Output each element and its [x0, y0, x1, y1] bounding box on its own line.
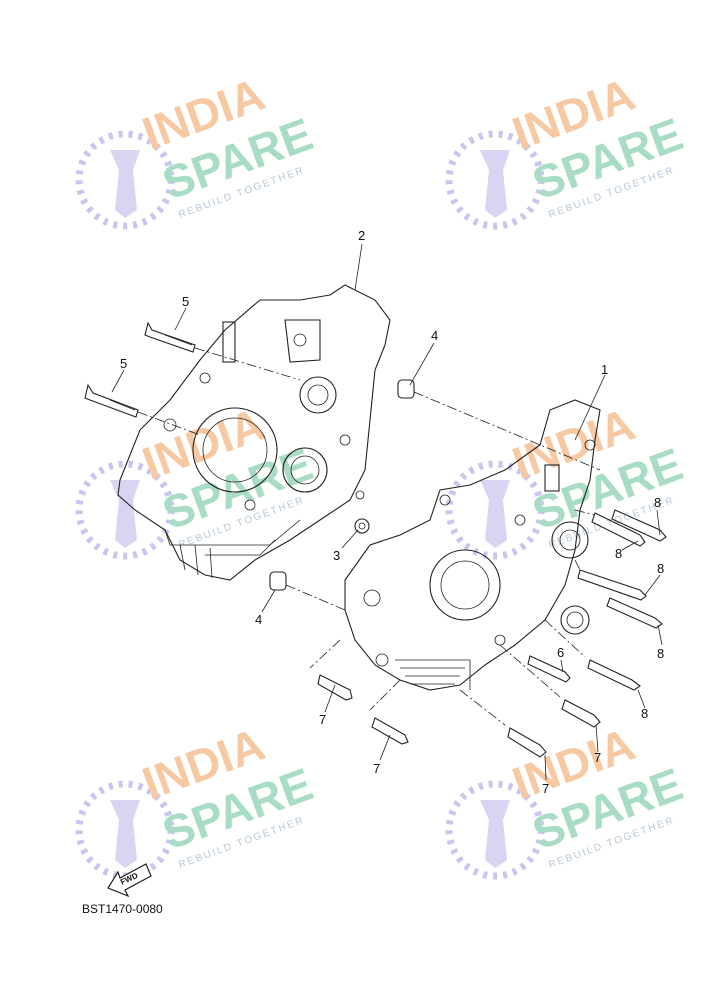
- callout-2: 2: [358, 228, 365, 243]
- bolt-6: [527, 655, 571, 683]
- wrench-logo-icon: [75, 460, 175, 560]
- callout-8-c: 8: [657, 561, 664, 576]
- callout-8-d: 8: [657, 646, 664, 661]
- bolts-8: [577, 509, 667, 691]
- watermark-bottom-right: INDIA SPARE REBUILD TOGETHER: [445, 718, 689, 880]
- dowel-pin-4-lower: [269, 571, 287, 591]
- wrench-logo-icon: [445, 780, 545, 880]
- leader-lines: [111, 243, 663, 781]
- bolts-7: [317, 674, 601, 758]
- callout-labels: 1 2 3 4 4 5 5 6 7 7 7 7 8 8 8 8 8: [120, 228, 664, 796]
- crankcase-right-part-1: [344, 399, 601, 691]
- callout-5-upper: 5: [182, 294, 189, 309]
- callout-7-d: 7: [594, 750, 601, 765]
- crankcase-left-part-2: [117, 284, 391, 581]
- watermark-top-left: INDIA SPARE REBUILD TOGETHER: [75, 68, 319, 230]
- nut-3: [354, 518, 370, 534]
- callout-8-a: 8: [654, 495, 661, 510]
- callout-3: 3: [333, 548, 340, 563]
- callout-8-b: 8: [615, 546, 622, 561]
- callout-1: 1: [601, 362, 608, 377]
- callout-4-upper: 4: [431, 328, 438, 343]
- callout-7-c: 7: [542, 781, 549, 796]
- callout-4-lower: 4: [255, 612, 262, 627]
- bolt-5-lower: [84, 383, 139, 418]
- watermark-middle-left: INDIA SPARE REBUILD TOGETHER: [75, 398, 319, 560]
- callout-7-a: 7: [319, 712, 326, 727]
- wrench-logo-icon: [75, 130, 175, 230]
- diagram-code: BST1470-0080: [82, 902, 163, 916]
- wrench-logo-icon: [445, 130, 545, 230]
- wrench-logo-icon: [445, 460, 545, 560]
- bolt-5-upper: [144, 321, 196, 353]
- callout-7-b: 7: [373, 761, 380, 776]
- callout-5-lower: 5: [120, 356, 127, 371]
- watermark-top-right: INDIA SPARE REBUILD TOGETHER: [445, 68, 689, 230]
- dowel-pin-4-upper: [397, 379, 415, 399]
- callout-6: 6: [557, 645, 564, 660]
- callout-8-e: 8: [641, 706, 648, 721]
- watermark-bottom-left: INDIA SPARE REBUILD TOGETHER: [75, 718, 319, 880]
- forward-arrow-icon: FWD: [107, 863, 152, 898]
